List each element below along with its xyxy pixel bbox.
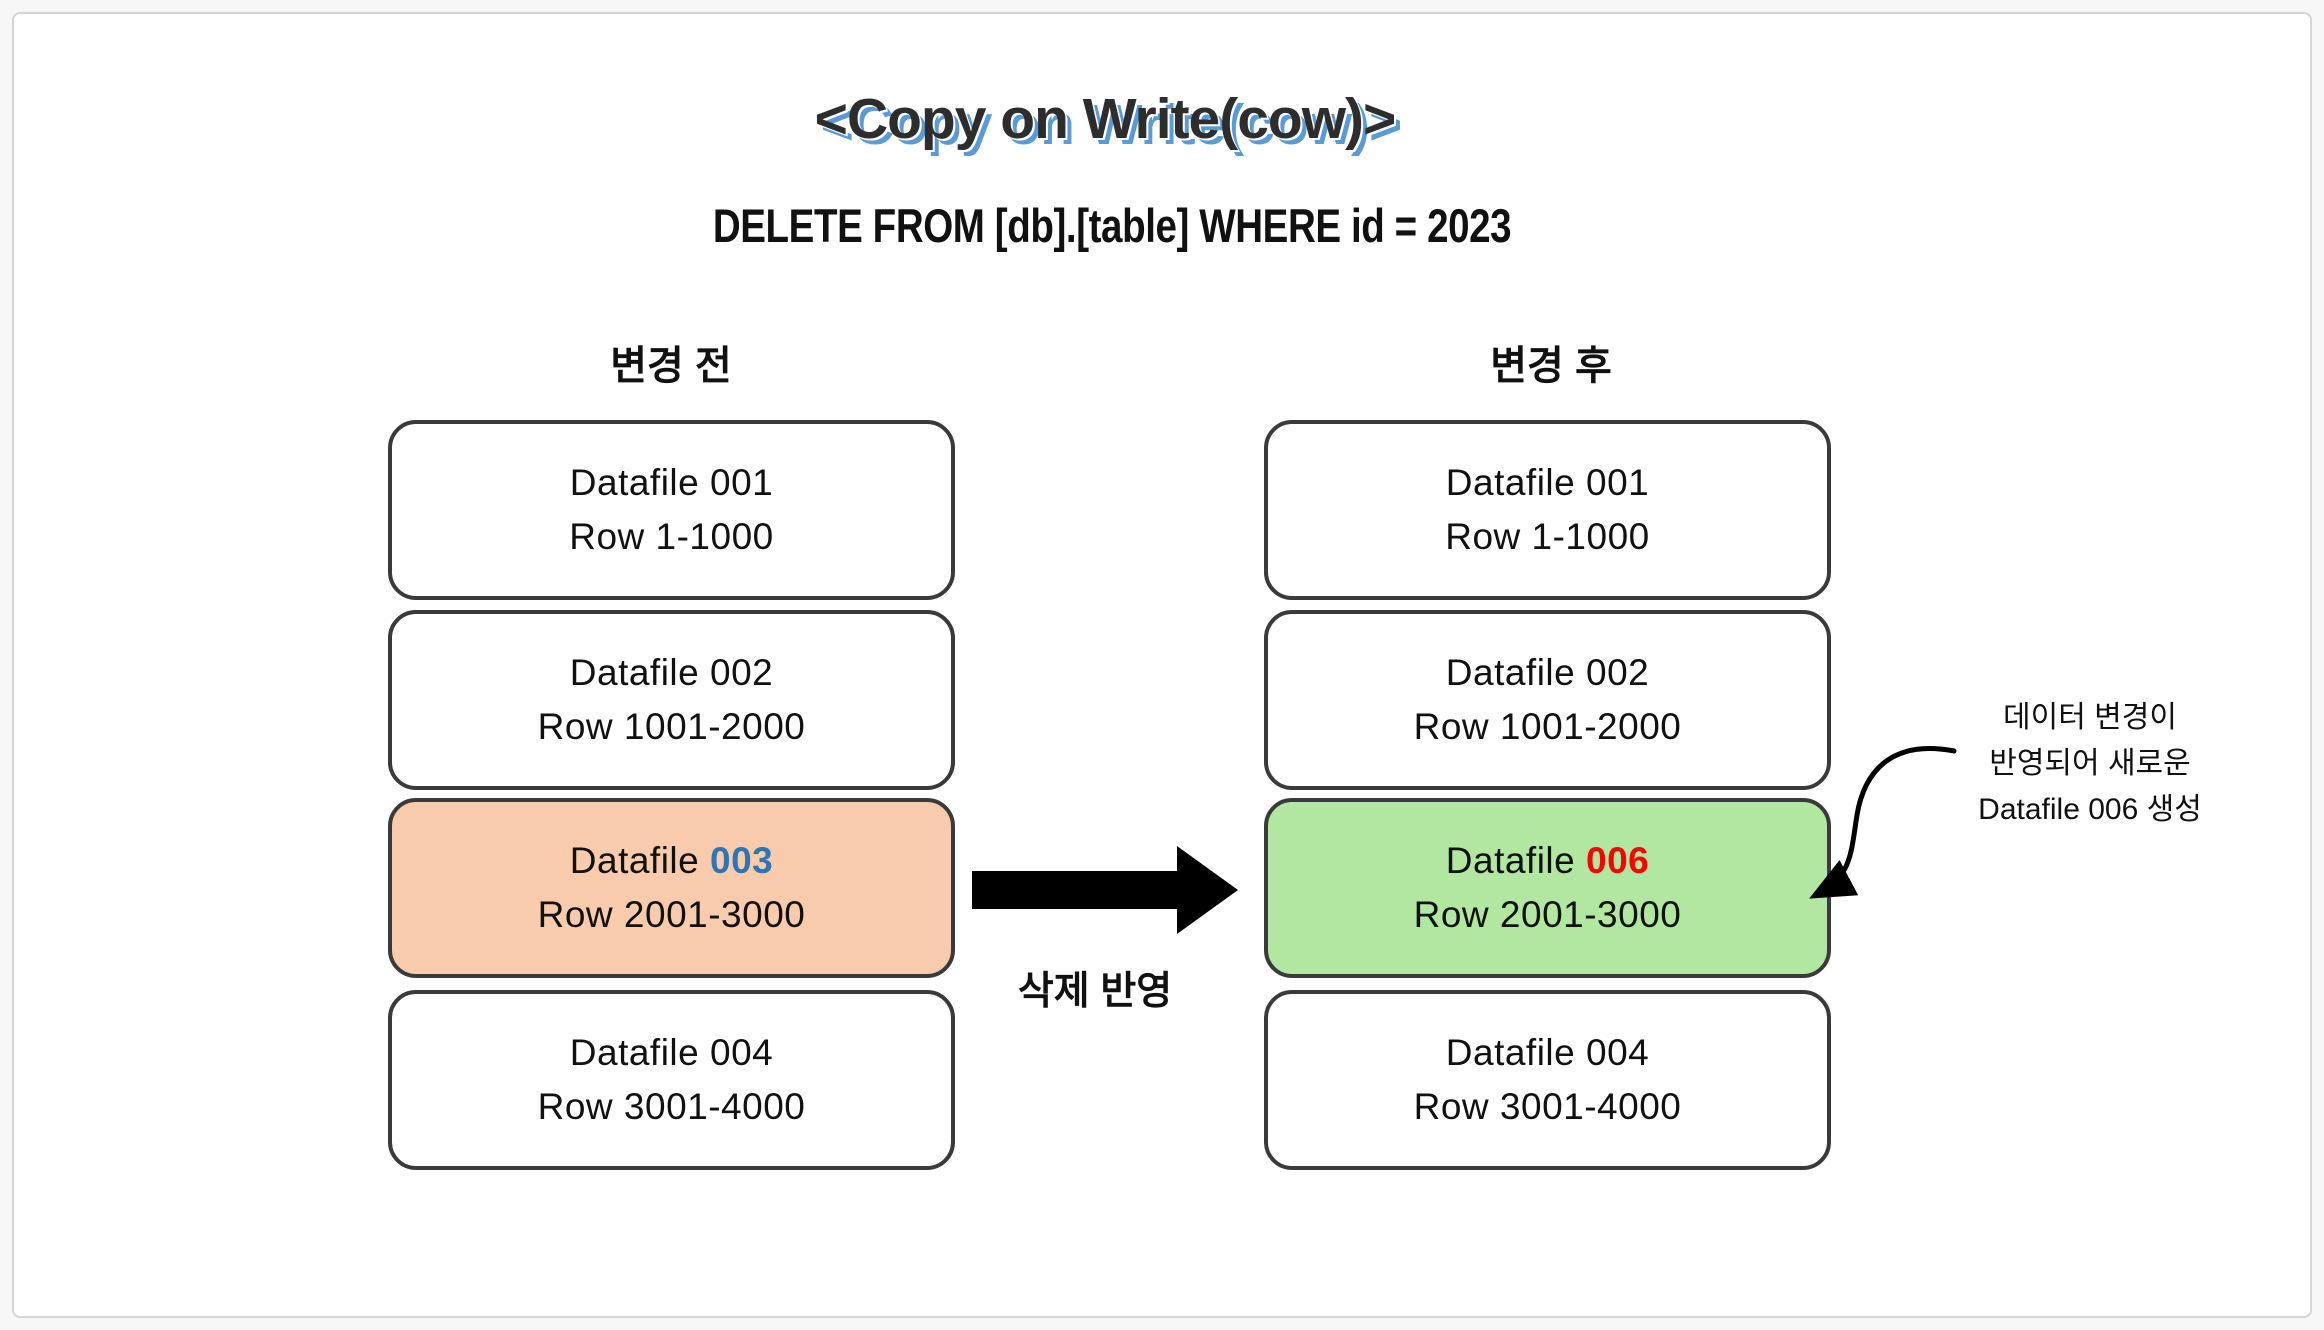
diagram-title: <Copy on Write(cow)> <box>814 87 1397 151</box>
annotation-line: Datafile 006 생성 <box>1978 793 2202 826</box>
annotation-text: 데이터 변경이 반영되어 새로운 Datafile 006 생성 <box>1925 695 2255 833</box>
annotation-line: 데이터 변경이 <box>2003 701 2177 734</box>
datafile-box-after-002: Datafile 002 Row 1001-2000 <box>1264 610 1831 790</box>
row-range: Row 1-1000 <box>1445 516 1650 557</box>
row-range: Row 3001-4000 <box>537 1086 806 1127</box>
datafile-box-after-004: Datafile 004 Row 3001-4000 <box>1264 990 1831 1170</box>
datafile-name: Datafile 006 <box>1445 840 1650 881</box>
row-range: Row 2001-3000 <box>537 894 806 935</box>
row-range: Row 1-1000 <box>569 516 774 557</box>
datafile-name: Datafile 001 <box>1445 462 1650 503</box>
datafile-box-before-001: Datafile 001 Row 1-1000 <box>388 420 955 600</box>
datafile-name: Datafile 004 <box>1445 1032 1650 1073</box>
datafile-name: Datafile 002 <box>1445 652 1650 693</box>
datafile-name: Datafile 003 <box>569 840 774 881</box>
row-range: Row 2001-3000 <box>1413 894 1682 935</box>
datafile-name: Datafile 001 <box>569 462 774 503</box>
row-range: Row 1001-2000 <box>1413 706 1682 747</box>
datafile-box-before-002: Datafile 002 Row 1001-2000 <box>388 610 955 790</box>
transition-label: 삭제 반영 <box>1017 970 1173 1013</box>
datafile-number-blue: 003 <box>710 840 774 881</box>
row-range: Row 1001-2000 <box>537 706 806 747</box>
datafile-box-after-006-highlighted: Datafile 006 Row 2001-3000 <box>1264 798 1831 978</box>
row-range: Row 3001-4000 <box>1413 1086 1682 1127</box>
before-column-header: 변경 전 <box>610 344 732 388</box>
after-column-header: 변경 후 <box>1490 344 1612 388</box>
datafile-box-before-003-highlighted: Datafile 003 Row 2001-3000 <box>388 798 955 978</box>
annotation-line: 반영되어 새로운 <box>1989 747 2191 780</box>
datafile-name: Datafile 004 <box>569 1032 774 1073</box>
datafile-number-red: 006 <box>1586 840 1650 881</box>
datafile-box-after-001: Datafile 001 Row 1-1000 <box>1264 420 1831 600</box>
datafile-name: Datafile 002 <box>569 652 774 693</box>
sql-query-text: DELETE FROM [db].[table] WHERE id = 2023 <box>712 199 1512 252</box>
datafile-box-before-004: Datafile 004 Row 3001-4000 <box>388 990 955 1170</box>
